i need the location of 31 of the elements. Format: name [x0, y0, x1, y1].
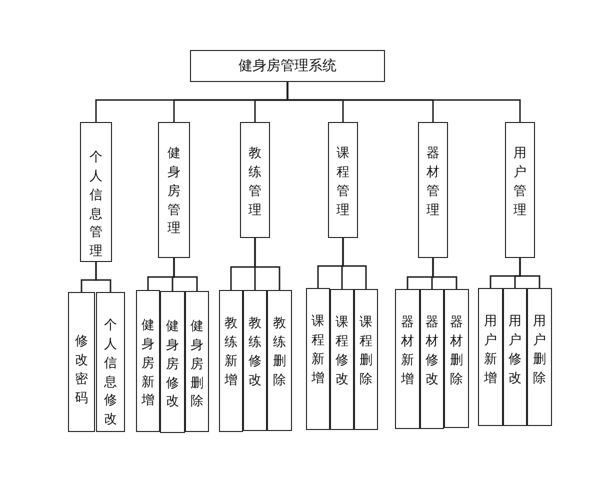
- function-box: 用户修改: [503, 288, 527, 426]
- connector-line: [432, 258, 458, 289]
- module-box: 健身房管理: [158, 122, 190, 258]
- function-box: 器材新增: [395, 289, 420, 429]
- module-box: 个人信息管理: [80, 122, 112, 262]
- function-box: 健身房新增: [136, 290, 160, 432]
- function-box: 修改密码: [68, 292, 95, 432]
- connector-line: [342, 238, 367, 289]
- function-box: 课程修改: [330, 289, 354, 430]
- module-box: 器材管理: [418, 122, 448, 258]
- function-box: 用户新增: [478, 288, 503, 426]
- function-box: 个人信息修改: [96, 292, 125, 432]
- function-box: 课程删除: [354, 289, 378, 430]
- function-box: 用户删除: [527, 288, 552, 426]
- connector-line: [254, 238, 280, 290]
- function-box: 教练删除: [267, 290, 292, 431]
- function-box: 教练新增: [219, 290, 243, 432]
- connector-line: [95, 262, 112, 292]
- function-box: 器材修改: [420, 289, 444, 429]
- system-box: 健身房管理系统: [190, 50, 385, 82]
- function-box: 器材删除: [444, 289, 469, 428]
- connector-line: [173, 258, 198, 291]
- function-box: 教练修改: [243, 290, 267, 431]
- connector-line: [286, 82, 521, 122]
- function-box: 课程新增: [306, 288, 330, 430]
- module-box: 用户管理: [505, 122, 535, 258]
- function-box: 健身房删除: [185, 291, 209, 432]
- connector-line: [519, 258, 540, 288]
- module-box: 教练管理: [240, 122, 270, 238]
- function-box: 健身房修改: [160, 291, 185, 433]
- module-box: 课程管理: [328, 122, 358, 238]
